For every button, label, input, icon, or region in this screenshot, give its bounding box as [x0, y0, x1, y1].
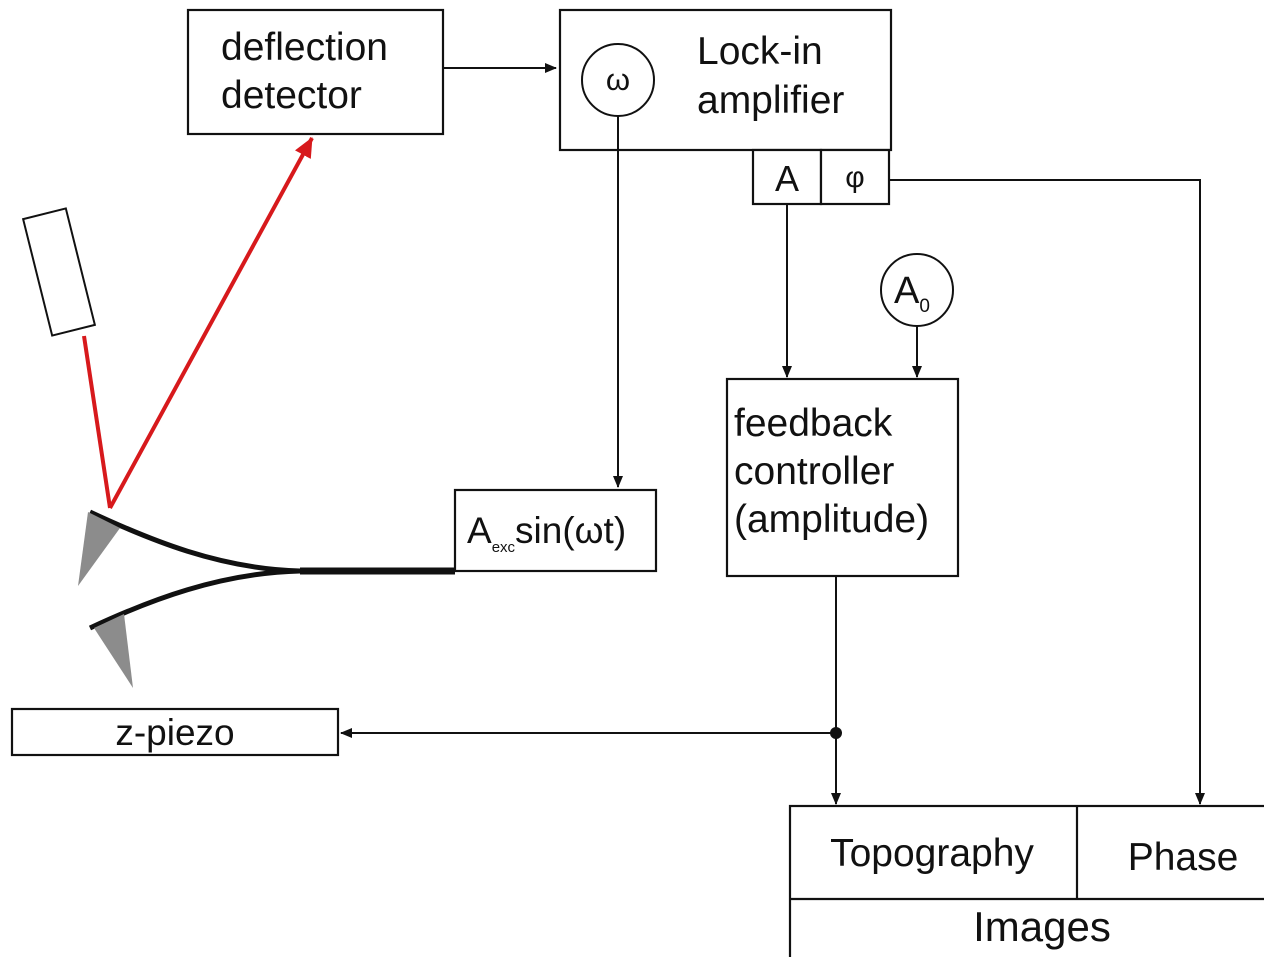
laser-source-icon	[21, 207, 97, 337]
cantilever-icon	[88, 509, 455, 631]
deflection-detector-block: deflection detector	[186, 8, 445, 136]
feedback-label-line2: controller	[734, 450, 894, 493]
phase-image-label: Phase	[1128, 836, 1239, 879]
deflection-detector-label-line2: detector	[221, 74, 362, 117]
laser-beam-reflected	[108, 137, 314, 509]
excitation-subscript: exc	[492, 539, 516, 556]
cantilever-tip-icon	[78, 512, 120, 586]
lockin-label-line1: Lock-in	[697, 30, 823, 73]
setpoint-label: A	[894, 270, 920, 312]
excitation-amplitude-label: A	[467, 510, 492, 551]
setpoint-subscript: 0	[919, 296, 930, 317]
excitation-block: Aexcsin(ωt)	[453, 488, 658, 573]
zpiezo-block: z-piezo	[10, 707, 340, 757]
lockin-output-phase: φ	[845, 161, 864, 194]
feedback-label-line1: feedback	[734, 402, 893, 445]
svg-text:Aexcsin(ωt): Aexcsin(ωt)	[467, 510, 626, 556]
zpiezo-label: z-piezo	[115, 712, 234, 753]
setpoint-block: A0	[880, 253, 954, 327]
lockin-label-line2: amplifier	[697, 79, 844, 122]
feedback-label-line3: (amplitude)	[734, 498, 929, 541]
lockin-output-amplitude: A	[775, 158, 799, 199]
topography-image-label: Topography	[830, 832, 1034, 875]
svg-text:A0: A0	[894, 270, 930, 317]
images-label: Images	[973, 903, 1111, 950]
laser-beam-incident	[82, 335, 112, 509]
excitation-sine-label: sin(ωt)	[515, 510, 626, 551]
lockin-output-ports: A φ	[751, 148, 891, 206]
images-block: Topography Phase Images	[788, 804, 1264, 957]
lockin-omega-symbol: ω	[606, 62, 630, 97]
cantilever-tip-icon	[94, 614, 133, 688]
phase-to-image-arrow	[889, 179, 1205, 805]
lockin-amplifier-block: ω Lock-in amplifier	[558, 8, 893, 152]
feedback-controller-block: feedback controller (amplitude)	[725, 377, 960, 578]
deflection-detector-label-line1: deflection	[221, 26, 388, 69]
